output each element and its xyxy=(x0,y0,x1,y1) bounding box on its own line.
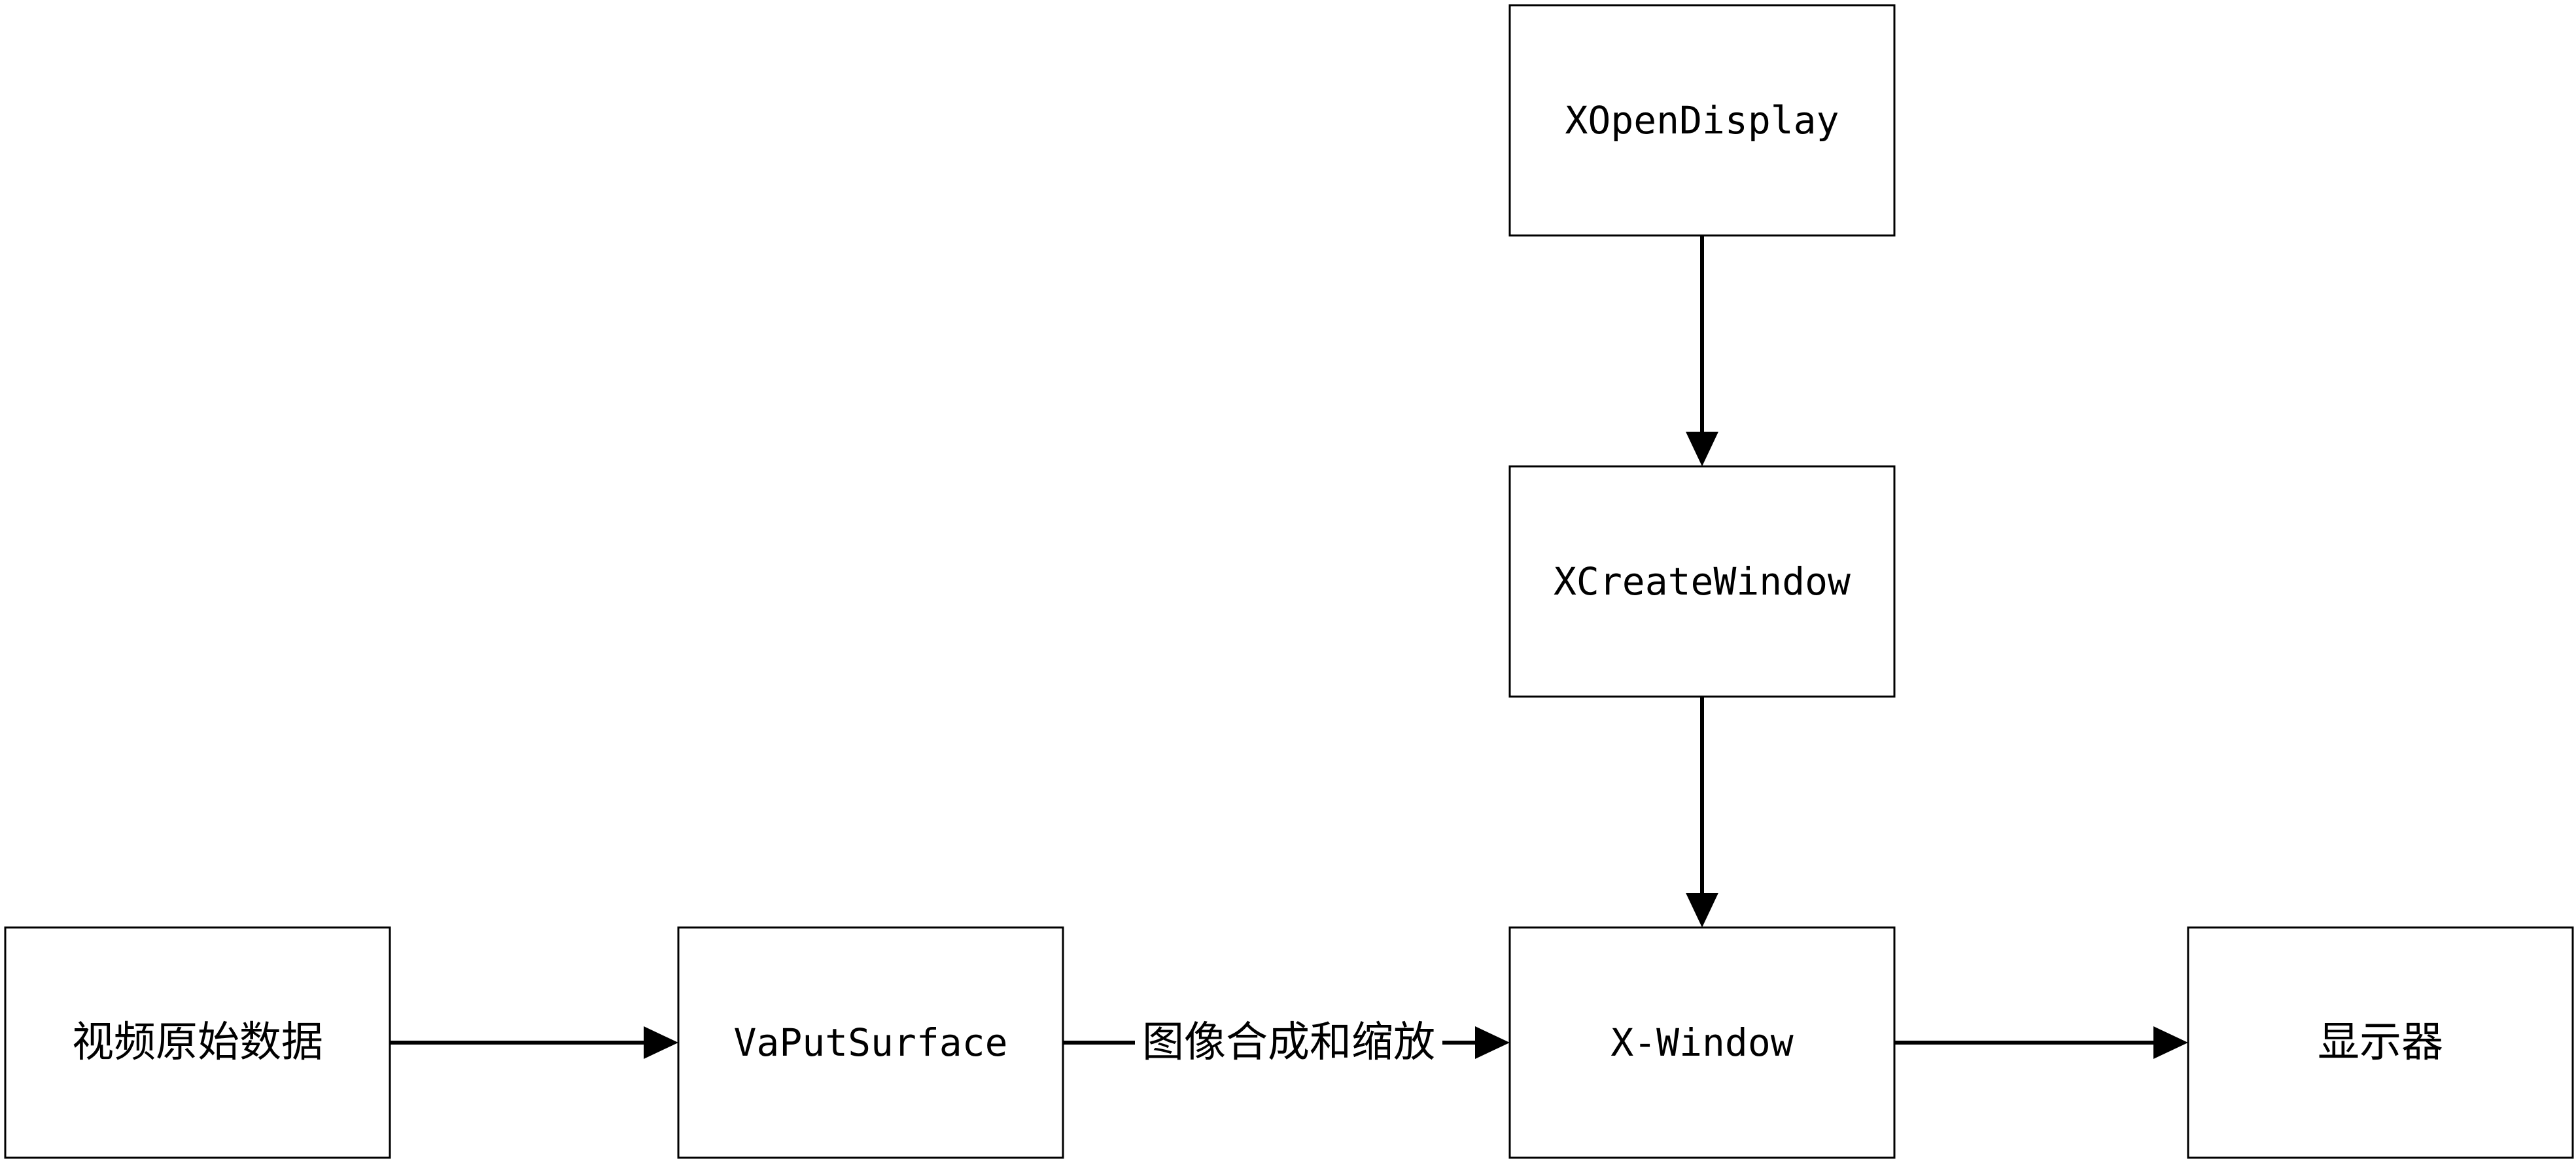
edge-xwindow-to-display xyxy=(1894,1026,2188,1059)
node-xcreatewindow-label: XCreateWindow xyxy=(1554,559,1851,604)
arrowhead-right-icon xyxy=(2153,1026,2188,1059)
arrowhead-right-icon xyxy=(1475,1026,1510,1059)
node-xopendisplay: XOpenDisplay xyxy=(1508,4,1896,237)
node-vaputsurface-box xyxy=(677,926,1064,1159)
node-xopendisplay-box xyxy=(1508,4,1896,237)
edge-raw-to-vaputsurface xyxy=(390,1026,678,1059)
edge-label-compose-scale: 图像合成和缩放 xyxy=(1142,1018,1435,1067)
node-display-box xyxy=(2187,926,2574,1159)
node-xcreatewindow-box xyxy=(1508,465,1896,698)
node-xopendisplay-label: XOpenDisplay xyxy=(1565,98,1839,143)
node-x-window: X-Window xyxy=(1508,926,1896,1159)
edge-vaputsurface-to-xwindow: 图像合成和缩放 xyxy=(1063,1014,1510,1071)
arrowhead-down-icon xyxy=(1686,432,1718,466)
node-display-label: 显示器 xyxy=(2318,1018,2443,1067)
node-raw-video-box xyxy=(4,926,391,1159)
node-raw-video-label: 视频原始数据 xyxy=(72,1018,323,1067)
arrowhead-down-icon xyxy=(1686,893,1718,927)
node-vaputsurface: VaPutSurface xyxy=(677,926,1064,1159)
edge-xcreatewindow-to-xwindow xyxy=(1686,697,1718,927)
node-raw-video: 视频原始数据 xyxy=(4,926,391,1159)
node-x-window-box xyxy=(1508,926,1896,1159)
edge-xopendisplay-to-xcreatewindow xyxy=(1686,235,1718,466)
node-x-window-label: X-Window xyxy=(1610,1020,1793,1065)
arrowhead-right-icon xyxy=(644,1026,678,1059)
node-display: 显示器 xyxy=(2187,926,2574,1159)
node-vaputsurface-label: VaPutSurface xyxy=(733,1020,1007,1065)
node-xcreatewindow: XCreateWindow xyxy=(1508,465,1896,698)
edge-label-background xyxy=(1135,1014,1442,1071)
